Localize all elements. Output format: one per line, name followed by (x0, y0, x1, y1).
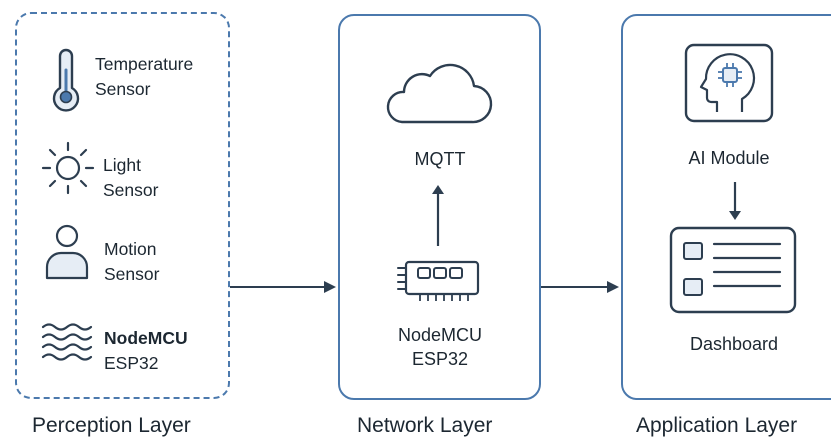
sun-icon (41, 141, 95, 195)
application-layer-caption: Application Layer (636, 414, 798, 437)
application-layer-box (621, 14, 831, 400)
nodemcu-network-label: NodeMCU ESP32 (397, 325, 483, 369)
waves-icon (41, 323, 93, 361)
perception-layer-box (15, 12, 230, 399)
ai-module-label: AI Module (688, 148, 770, 168)
light-sensor-label: Light Sensor (103, 155, 159, 200)
cloud-icon (386, 63, 493, 124)
dashboard-label: Dashboard (689, 334, 779, 354)
network-layer-box (338, 14, 541, 400)
perception-layer-caption: Perception Layer (32, 414, 191, 437)
dashboard-icon (669, 226, 797, 314)
mqtt-label: MQTT (414, 149, 466, 169)
person-icon (45, 224, 89, 280)
down-arrow (729, 182, 741, 220)
temperature-sensor-label: Temperature Sensor (95, 54, 194, 99)
motion-sensor-label: Motion Sensor (104, 239, 160, 284)
nodemcu-perception-label: NodeMCU ESP32 (104, 328, 188, 373)
ai-head-icon (684, 43, 774, 123)
thermometer-icon (52, 48, 80, 112)
up-arrow (432, 185, 444, 246)
microcontroller-board-icon (397, 260, 480, 301)
network-layer-caption: Network Layer (357, 414, 493, 437)
perception-to-network-arrow (230, 281, 336, 293)
network-to-application-arrow (541, 281, 619, 293)
